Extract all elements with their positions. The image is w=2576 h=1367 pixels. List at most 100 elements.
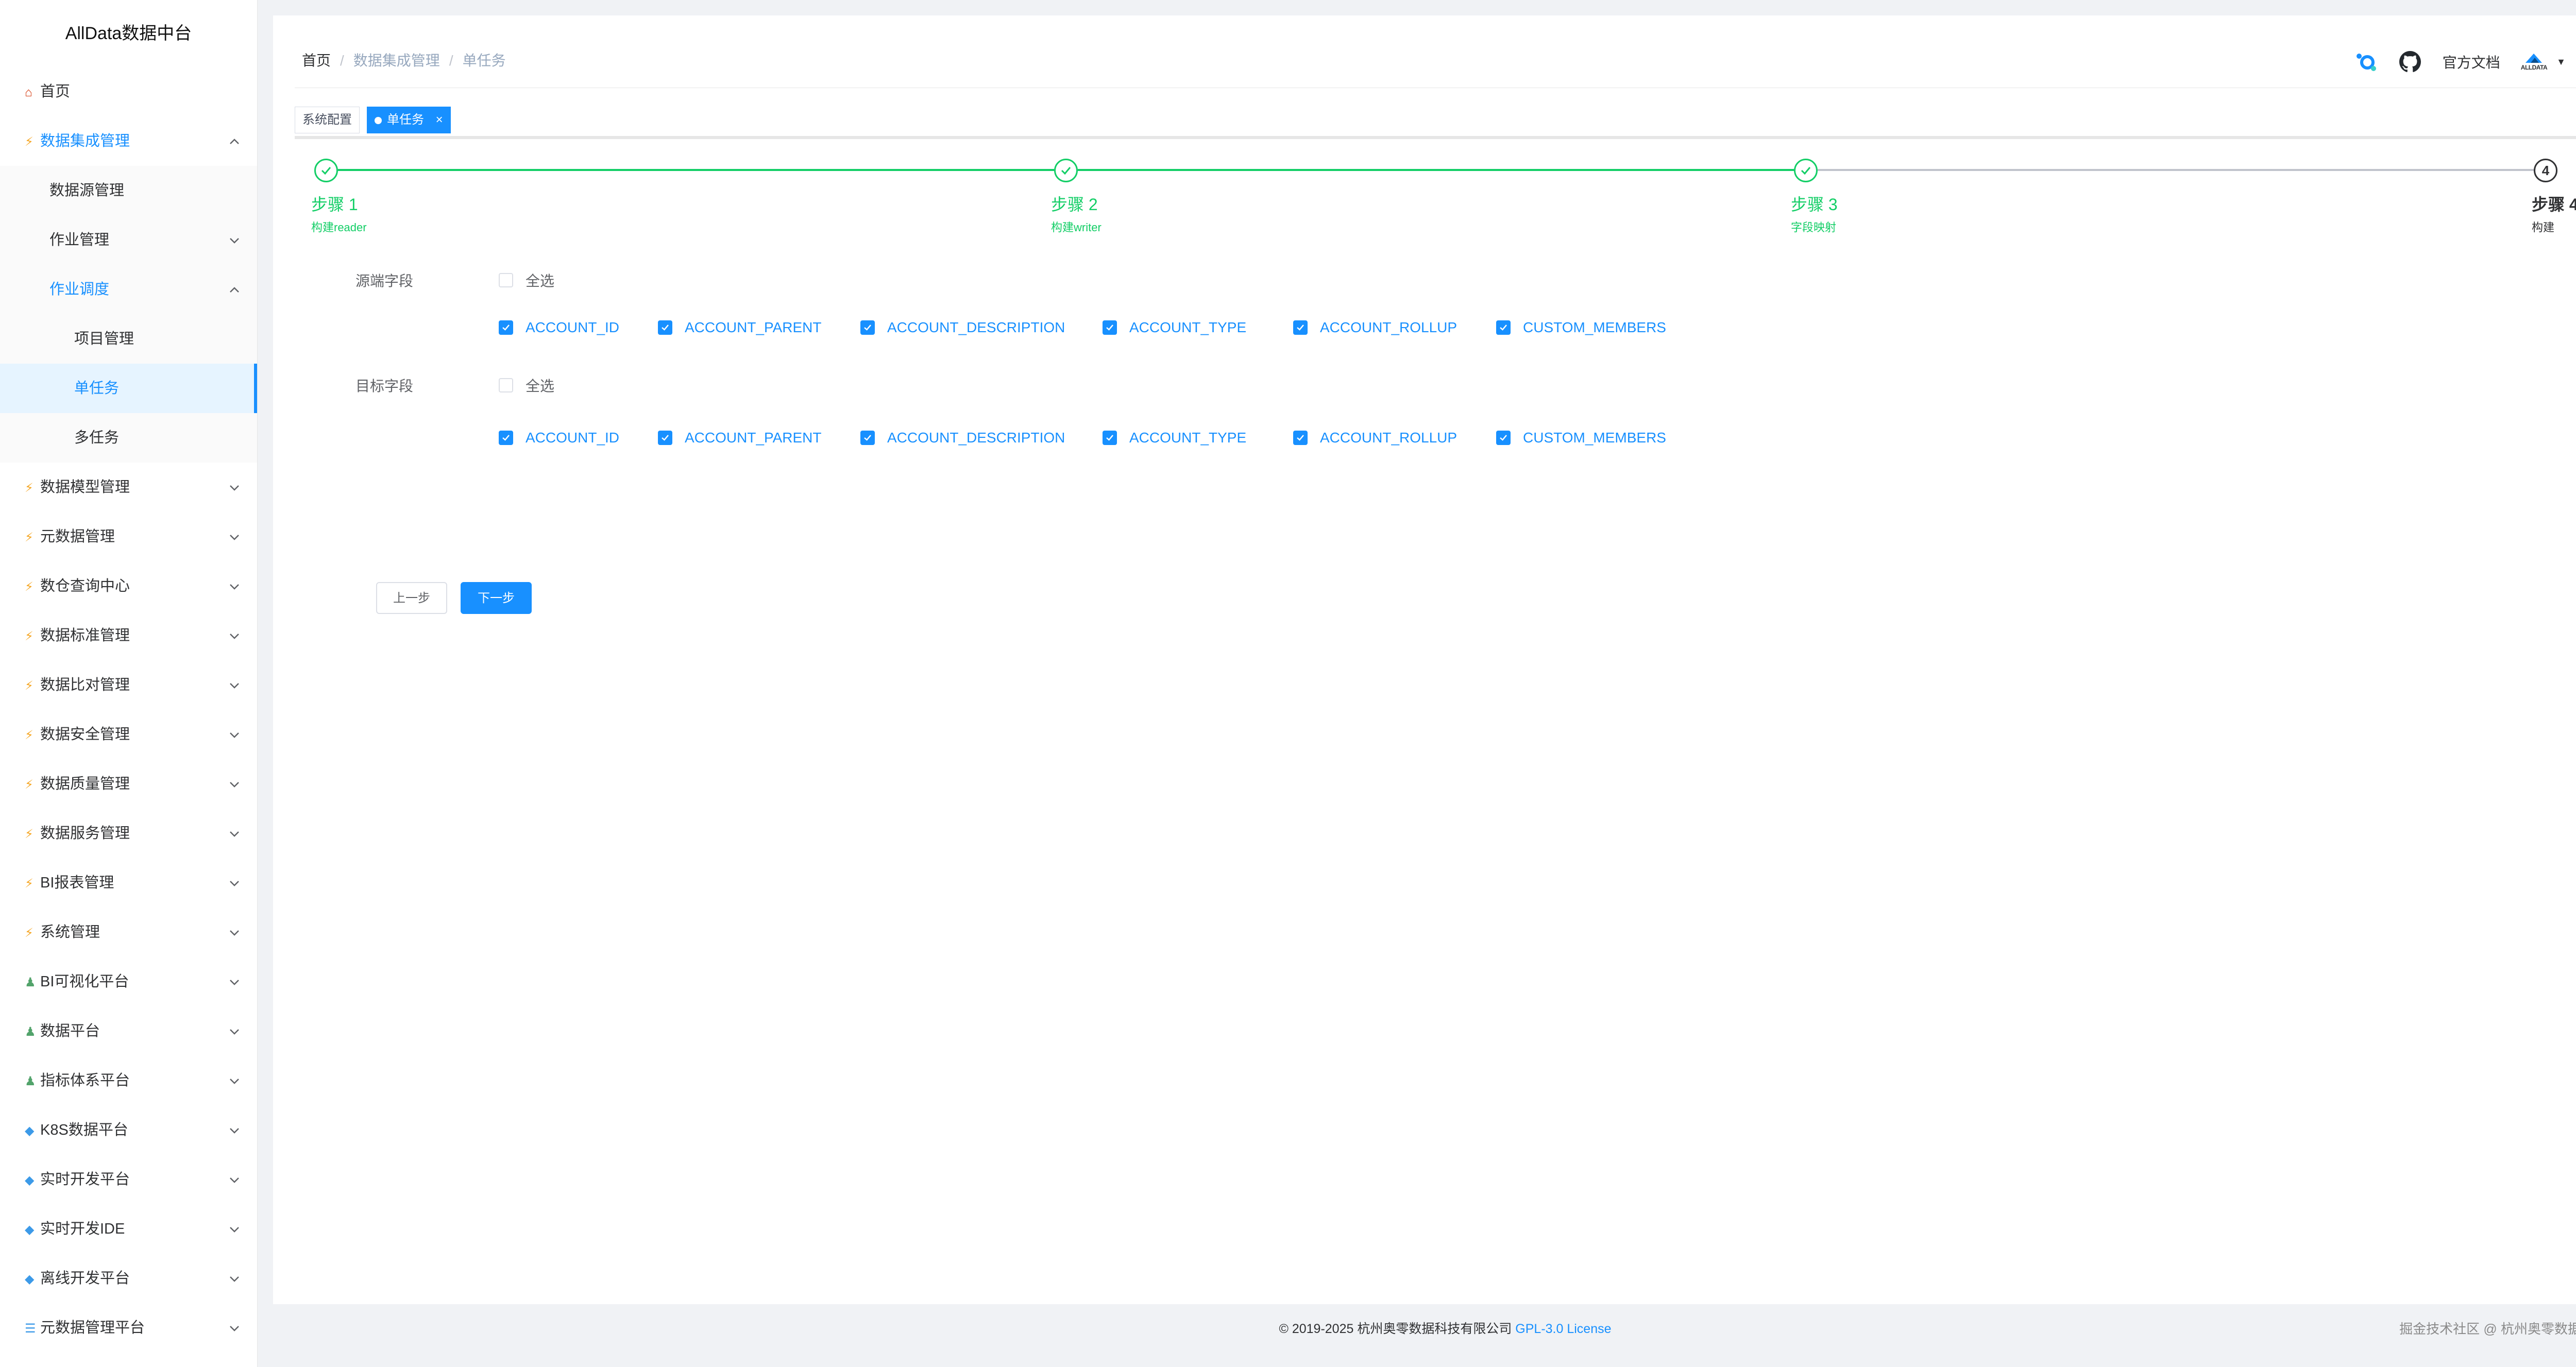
chevron-down-icon <box>229 215 240 265</box>
user-menu[interactable]: ALLDATA ▼ <box>2521 53 2566 71</box>
sidebar-item[interactable]: ⚡系统管理 <box>0 908 257 957</box>
source-select-all-checkbox[interactable]: 全选 <box>499 270 554 291</box>
sidebar-item-label: 指标体系平台 <box>40 1072 130 1089</box>
source-field-checkbox[interactable]: ACCOUNT_DESCRIPTION <box>860 319 1065 336</box>
checkbox-label: 全选 <box>526 273 555 289</box>
sidebar-item[interactable]: ◆离线开发平台 <box>0 1254 257 1303</box>
target-field-checkbox[interactable]: ACCOUNT_PARENT <box>658 430 822 446</box>
check-icon <box>1054 159 1078 182</box>
license-link[interactable]: GPL-3.0 License <box>1515 1322 1612 1336</box>
sidebar-item[interactable]: ⚡数据模型管理 <box>0 463 257 512</box>
chevron-down-icon <box>229 1105 240 1155</box>
chevron-down-icon <box>229 1006 240 1056</box>
breadcrumb-item-home[interactable]: 首页 <box>302 53 331 69</box>
sidebar-item[interactable]: 作业调度 <box>0 265 257 314</box>
checkbox-label: ACCOUNT_TYPE <box>1129 430 1247 446</box>
bolt-icon: ⚡ <box>25 877 33 891</box>
sidebar-item[interactable]: ◆ 实时开发IDE <box>0 1204 257 1254</box>
target-field-checkbox[interactable]: ACCOUNT_TYPE <box>1103 430 1246 446</box>
step-title: 步骤 3 <box>1791 195 1838 214</box>
sidebar-item-label: 实时开发IDE <box>40 1221 125 1237</box>
source-field-checkbox[interactable]: CUSTOM_MEMBERS <box>1496 319 1666 336</box>
sidebar-item-label: 多任务 <box>74 430 120 446</box>
sidebar-item[interactable]: ⚡数据比对管理 <box>0 660 257 710</box>
sidebar-item[interactable]: ♟BI可视化平台 <box>0 957 257 1006</box>
copyright-text: © 2019-2025 杭州奥零数据科技有限公司 <box>1279 1322 1516 1336</box>
target-select-all-checkbox[interactable]: 全选 <box>499 375 554 396</box>
chevron-down-icon <box>229 660 240 710</box>
sidebar: AllData数据中台 ⌂首页⚡数据集成管理数据源管理作业管理作业调度项目管理单… <box>0 0 258 1367</box>
checkbox-label: ACCOUNT_ID <box>526 319 620 335</box>
check-icon <box>314 159 338 182</box>
chevron-down-icon <box>229 463 240 512</box>
sidebar-item-label: 数据质量管理 <box>40 776 130 792</box>
chevron-down-icon <box>229 1254 240 1303</box>
docs-link[interactable]: 官方文档 <box>2442 55 2500 71</box>
active-dot-icon <box>375 116 382 124</box>
sidebar-item-label: K8S数据平台 <box>40 1122 128 1138</box>
breadcrumb-item-integration[interactable]: 数据集成管理 <box>353 53 440 69</box>
sidebar-item[interactable]: 多任务 <box>0 413 257 463</box>
sidebar-item[interactable]: 项目管理 <box>0 314 257 364</box>
gem-icon: ◆ <box>25 1223 35 1237</box>
checkmark-icon <box>860 431 875 445</box>
sidebar-item-label: 项目管理 <box>74 331 134 347</box>
bolt-icon: ⚡ <box>25 629 33 643</box>
step-connector <box>338 169 1054 171</box>
sidebar-item[interactable]: 作业管理 <box>0 215 257 265</box>
sidebar-item[interactable]: ◆实时开发平台 <box>0 1155 257 1204</box>
footer: © 2019-2025 杭州奥零数据科技有限公司 GPL-3.0 License <box>273 1319 2576 1337</box>
source-field-checkbox[interactable]: ACCOUNT_ID <box>499 319 619 336</box>
source-field-checkbox[interactable]: ACCOUNT_ROLLUP <box>1293 319 1457 336</box>
sidebar-item[interactable]: ⚡数仓查询中心 <box>0 561 257 611</box>
checkbox-label: ACCOUNT_DESCRIPTION <box>887 430 1065 446</box>
step-connector <box>1818 169 2534 171</box>
tag-single-task[interactable]: 单任务 × <box>367 107 451 133</box>
steps: 步骤 1 构建reader 步骤 2 构建writer 步骤 3 字段映射 4 … <box>311 144 2576 247</box>
checkbox-label: ACCOUNT_TYPE <box>1129 319 1247 335</box>
target-field-checkbox[interactable]: ACCOUNT_ID <box>499 430 619 446</box>
target-field-checkbox[interactable]: ACCOUNT_DESCRIPTION <box>860 430 1065 446</box>
checkbox-label: ACCOUNT_ID <box>526 430 620 446</box>
target-field-checkbox[interactable]: CUSTOM_MEMBERS <box>1496 430 1666 446</box>
checkmark-icon <box>860 320 875 335</box>
sidebar-item-label: 系统管理 <box>40 924 100 941</box>
chevron-down-icon <box>229 1056 240 1105</box>
alldata-hub-icon[interactable] <box>2354 50 2378 74</box>
github-icon[interactable] <box>2398 50 2422 74</box>
sidebar-item[interactable]: ♟数据平台 <box>0 1006 257 1056</box>
sidebar-item[interactable]: ⚡数据安全管理 <box>0 710 257 759</box>
breadcrumb: 首页/数据集成管理/单任务 <box>302 49 506 70</box>
avatar: ALLDATA <box>2521 53 2548 71</box>
target-field-checkbox[interactable]: ACCOUNT_ROLLUP <box>1293 430 1457 446</box>
checkbox-box <box>499 273 513 287</box>
sidebar-item[interactable]: ⌂首页 <box>0 67 257 116</box>
prev-step-button[interactable]: 上一步 <box>376 582 447 614</box>
sidebar-item[interactable]: ⚡数据集成管理 <box>0 116 257 166</box>
sidebar-item[interactable]: 单任务 <box>0 364 257 413</box>
sidebar-item[interactable]: ⚡数据质量管理 <box>0 759 257 809</box>
next-step-button[interactable]: 下一步 <box>461 582 532 614</box>
sidebar-item[interactable]: ⚡ BI报表管理 <box>0 858 257 908</box>
sidebar-item[interactable]: ☰元数据管理平台 <box>0 1303 257 1353</box>
sidebar-item[interactable]: ⚡数据标准管理 <box>0 611 257 660</box>
step-title: 步骤 4 <box>2532 195 2576 214</box>
sidebar-item-label: 元数据管理 <box>40 528 115 545</box>
bolt-icon: ⚡ <box>25 679 33 693</box>
source-field-checkbox[interactable]: ACCOUNT_PARENT <box>658 319 822 336</box>
bolt-icon: ⚡ <box>25 827 33 841</box>
sidebar-item-label: BI报表管理 <box>40 875 114 891</box>
checkbox-label: ACCOUNT_PARENT <box>685 319 822 335</box>
sidebar-item[interactable]: ◆K8S数据平台 <box>0 1105 257 1155</box>
close-icon[interactable]: × <box>435 113 443 127</box>
chevron-up-icon <box>229 116 240 166</box>
source-fields-label: 源端字段 <box>355 273 414 289</box>
source-field-checkbox[interactable]: ACCOUNT_TYPE <box>1103 319 1246 336</box>
sidebar-item[interactable]: ⚡元数据管理 <box>0 512 257 561</box>
sidebar-item[interactable]: ♟指标体系平台 <box>0 1056 257 1105</box>
sidebar-item-label: 离线开发平台 <box>40 1270 130 1287</box>
sidebar-item[interactable]: ⚡数据服务管理 <box>0 809 257 858</box>
sidebar-item[interactable]: 数据源管理 <box>0 166 257 215</box>
checkbox-label: CUSTOM_MEMBERS <box>1523 430 1666 446</box>
tag-system-config[interactable]: 系统配置 <box>295 107 360 133</box>
